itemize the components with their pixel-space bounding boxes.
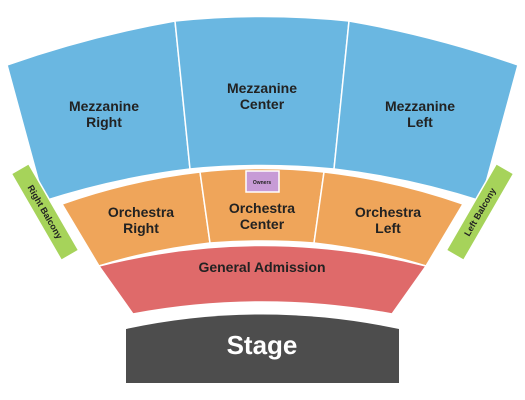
label-orchestra-right: Orchestra: [108, 204, 174, 220]
label-mezzanine-left: Mezzanine: [385, 98, 455, 114]
label-mezzanine-center: Mezzanine: [227, 80, 297, 96]
label-owners: Owners: [253, 180, 272, 186]
section-right-balcony[interactable]: [10, 162, 80, 262]
label-mezzanine-left-sub: Left: [407, 114, 433, 130]
section-orchestra-left[interactable]: [313, 171, 465, 267]
label-orchestra-center: Orchestra: [229, 200, 295, 216]
label-mezzanine-right: Mezzanine: [69, 98, 139, 114]
label-orchestra-right-sub: Right: [123, 220, 159, 236]
section-left-balcony[interactable]: [445, 162, 515, 262]
section-general-admission[interactable]: [97, 244, 428, 315]
label-mezzanine-center-sub: Center: [240, 96, 285, 112]
section-owners[interactable]: [245, 170, 280, 193]
label-orchestra-left: Orchestra: [355, 204, 421, 220]
label-stage: Stage: [227, 330, 298, 360]
label-orchestra-left-sub: Left: [375, 220, 401, 236]
label-general-admission: General Admission: [198, 259, 325, 275]
stage: [126, 314, 399, 383]
label-orchestra-center-sub: Center: [240, 216, 285, 232]
label-mezzanine-right-sub: Right: [86, 114, 122, 130]
section-mezzanine-left[interactable]: [333, 20, 519, 202]
